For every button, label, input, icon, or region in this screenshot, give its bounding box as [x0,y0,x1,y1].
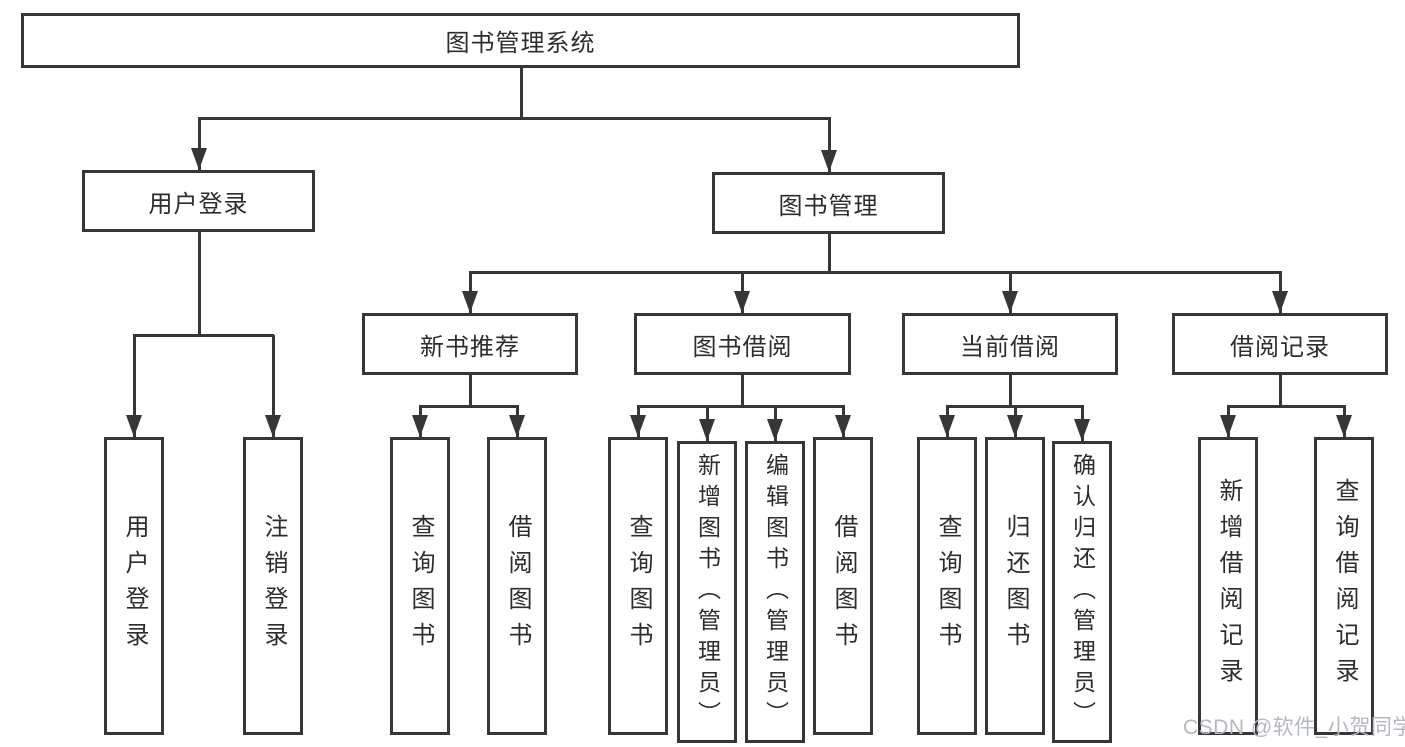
connector [198,118,201,170]
arrowhead-icon [412,415,428,437]
node-new-book-recommend: 新书推荐 [362,313,578,375]
connector [637,405,845,408]
csdn-watermark: CSDN @软件_小贺同学 [1183,716,1405,739]
connector [198,232,201,335]
leaf-query-borrow-record: 查询借阅记录 [1314,437,1374,735]
leaf-borrow-books-recommend-label: 借阅图书 [504,514,531,658]
arrowhead-icon [126,415,142,437]
arrowhead-icon [835,415,851,437]
leaf-query-borrow-record-label: 查询借阅记录 [1331,478,1358,694]
connector [1279,375,1282,406]
leaf-add-books-admin: 新增图书（管理员） [677,441,737,743]
arrowhead-icon [699,419,715,441]
leaf-logout-label: 注销登录 [260,514,287,658]
leaf-query-books-recommend: 查询图书 [390,437,450,735]
connector [1227,405,1346,408]
leaf-borrow-books-label: 借阅图书 [830,514,857,658]
leaf-query-books-recommend-label: 查询图书 [407,514,434,658]
arrowhead-icon [821,150,837,172]
leaf-borrow-books-recommend: 借阅图书 [487,437,547,735]
node-book-borrow-label: 图书借阅 [692,333,793,361]
arrowhead-icon [630,415,646,437]
leaf-query-books-current-label: 查询图书 [934,514,961,658]
arrowhead-icon [1002,291,1018,313]
arrowhead-icon [191,148,207,170]
leaf-logout: 注销登录 [243,437,303,735]
leaf-add-borrow-record-label: 新增借阅记录 [1215,478,1242,694]
node-borrow-records-label: 借阅记录 [1230,333,1330,361]
connector [520,68,523,118]
connector [828,234,831,272]
node-current-borrow: 当前借阅 [902,313,1118,375]
connector [198,117,831,120]
leaf-return-books: 归还图书 [985,437,1045,735]
connector [272,335,275,437]
connector [828,118,831,172]
leaf-confirm-return-admin-label: 确认归还（管理员） [1069,452,1096,732]
node-new-book-recommend-label: 新书推荐 [420,333,520,361]
arrowhead-icon [1336,415,1352,437]
connector [419,405,519,408]
arrowhead-icon [265,415,281,437]
node-book-borrow: 图书借阅 [634,313,851,375]
arrowhead-icon [939,415,955,437]
leaf-borrow-books: 借阅图书 [813,437,873,735]
connector [133,335,136,437]
connector [133,334,274,337]
node-book-mgmt: 图书管理 [712,172,945,234]
arrowhead-icon [767,419,783,441]
node-root-label: 图书管理系统 [445,30,596,57]
arrowhead-icon [734,291,750,313]
leaf-add-books-admin-label: 新增图书（管理员） [694,452,721,732]
leaf-add-borrow-record: 新增借阅记录 [1198,437,1258,735]
node-user-login: 用户登录 [82,170,315,232]
connector [469,375,472,406]
arrowhead-icon [1272,291,1288,313]
leaf-query-books-current: 查询图书 [917,437,977,735]
node-user-login-label: 用户登录 [148,190,249,218]
leaf-confirm-return-admin: 确认归还（管理员） [1052,441,1112,743]
connector [741,375,744,406]
leaf-edit-books-admin-label: 编辑图书（管理员） [762,452,789,732]
node-root: 图书管理系统 [21,13,1020,68]
node-book-mgmt-label: 图书管理 [778,192,879,220]
arrowhead-icon [462,291,478,313]
node-borrow-records: 借阅记录 [1172,313,1388,375]
leaf-user-login-label: 用户登录 [121,514,148,658]
leaf-return-books-label: 归还图书 [1002,514,1029,658]
node-current-borrow-label: 当前借阅 [960,333,1060,361]
arrowhead-icon [1007,415,1023,437]
arrowhead-icon [1074,419,1090,441]
arrowhead-icon [1220,415,1236,437]
leaf-query-books-borrow: 查询图书 [608,437,668,735]
arrowhead-icon [509,415,525,437]
leaf-query-books-borrow-label: 查询图书 [625,514,652,658]
leaf-user-login: 用户登录 [104,437,164,735]
leaf-edit-books-admin: 编辑图书（管理员） [745,441,805,743]
connector [1009,375,1012,406]
connector [469,271,1282,274]
